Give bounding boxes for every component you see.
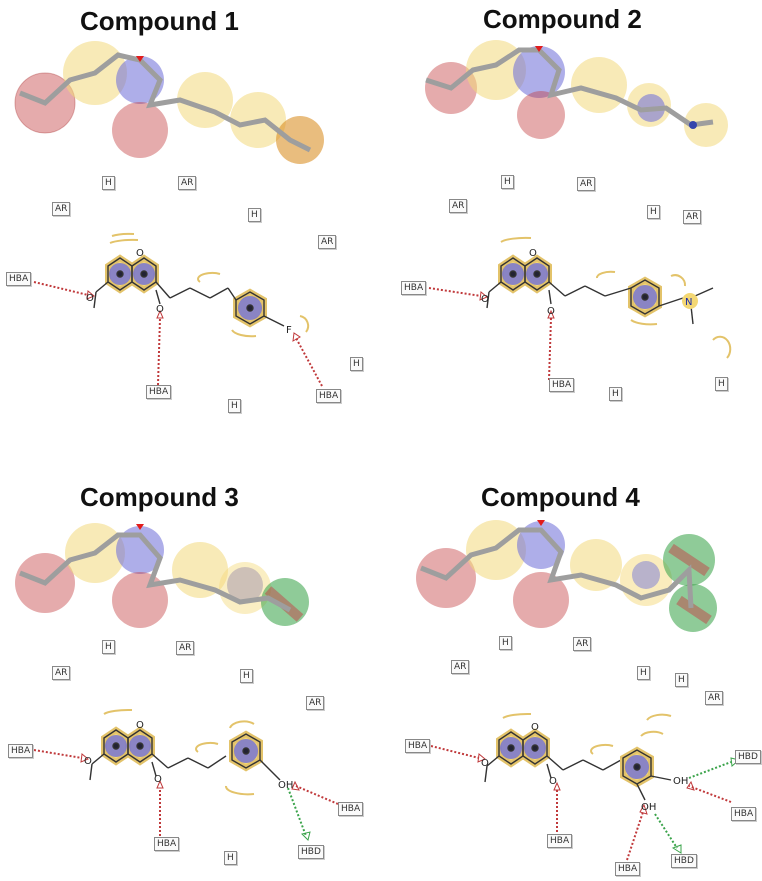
tail-atom-label: OH [673, 776, 688, 787]
compound-title: Compound 3 [80, 482, 239, 512]
aromatic-sphere [116, 56, 164, 104]
pharmacophore-tag: AR [178, 176, 197, 190]
oxygen-label: O [481, 758, 489, 769]
pharmacophore-tag: H [647, 205, 660, 219]
interaction-arrows [428, 287, 552, 381]
compound-1-graphics: O O O F [14, 41, 324, 387]
hba-tag: HBA [6, 272, 32, 286]
hbd-tag: HBD [671, 854, 697, 868]
compound-2-graphics: O O O N [425, 40, 732, 381]
oxygen-label: O [529, 248, 537, 259]
compound-4-panel: Compound 4 [401, 440, 762, 880]
pharmacophore-tag: AR [52, 666, 71, 680]
acceptor-sphere [112, 102, 168, 158]
oxygen-label: O [481, 294, 489, 305]
pharmacophore-tag: AR [176, 641, 195, 655]
pharmacophore-tag: AR [683, 210, 702, 224]
oxygen-label: O [86, 293, 94, 304]
oxygen-label: O [156, 304, 164, 315]
pharmacophore-tag: H [609, 387, 622, 401]
tail-atom-label: F [286, 325, 292, 336]
3d-pharmacophore-model [416, 520, 717, 632]
oxygen-marker [136, 56, 144, 62]
compound-4-graphics: O O O OH OH [416, 520, 741, 861]
interaction-arrows [33, 749, 339, 836]
oxygen-label: O [136, 248, 144, 259]
pharmacophore-tag: AR [52, 202, 71, 216]
oxygen-label: O [136, 720, 144, 731]
hba-tag: HBA [338, 802, 364, 816]
compound-2-panel: Compound 2 [401, 0, 762, 440]
hbd-tag: HBD [735, 750, 761, 764]
3d-pharmacophore-model [14, 41, 324, 164]
hba-tag: HBA [547, 834, 573, 848]
3d-pharmacophore-model [15, 523, 309, 628]
2d-structure [484, 712, 672, 801]
pharmacophore-tag: AR [573, 637, 592, 651]
interaction-arrows [430, 745, 732, 861]
pharmacophore-tag: H [499, 636, 512, 650]
tail-atom-label: OH [641, 802, 656, 813]
pharmacophore-tag: H [715, 377, 728, 391]
hba-tag: HBA [401, 281, 427, 295]
hba-tag: HBA [731, 807, 757, 821]
pharmacophore-tag: H [637, 666, 650, 680]
pharmacophore-tag: H [675, 673, 688, 687]
compound-1-panel: Compound 1 [0, 0, 381, 440]
2d-structure [486, 236, 732, 359]
pharmacophore-tag: AR [577, 177, 596, 191]
pharmacophore-tag: AR [449, 199, 468, 213]
compound-title: Compound 2 [483, 4, 642, 34]
hba-tag: HBA [405, 739, 431, 753]
2d-structure [89, 708, 281, 796]
oxygen-label: O [154, 774, 162, 785]
pharmacophore-tag: AR [306, 696, 325, 710]
compound-title: Compound 4 [481, 482, 640, 512]
pharmacophore-tag: H [228, 399, 241, 413]
hba-tag: HBA [615, 862, 641, 876]
compound-3-panel: Compound 3 [0, 440, 381, 880]
halogen-sphere [276, 116, 324, 164]
hba-tag: HBA [146, 385, 172, 399]
oxygen-label: O [547, 306, 555, 317]
pharmacophore-tag: AR [451, 660, 470, 674]
pharmacophore-tag: H [224, 851, 237, 865]
ligand-backbone [19, 52, 312, 153]
oxygen-label: O [84, 756, 92, 767]
tail-atom-label: OH [278, 780, 293, 791]
hba-tag: HBA [316, 389, 342, 403]
pharmacophore-tag: H [350, 357, 363, 371]
hba-tag: HBA [549, 378, 575, 392]
hbd-tag: HBD [298, 845, 324, 859]
pharmacophore-tag: H [102, 176, 115, 190]
pharmacophore-tag: H [240, 669, 253, 683]
3d-pharmacophore-model [425, 40, 728, 147]
hba-tag: HBA [8, 744, 34, 758]
oxygen-label: O [531, 722, 539, 733]
pharmacophore-tag: H [102, 640, 115, 654]
pharmacophore-tag: AR [318, 235, 337, 249]
pharmacophore-tag: AR [705, 691, 724, 705]
compound-title: Compound 1 [80, 6, 239, 36]
interaction-arrows [33, 281, 323, 387]
pharmacophore-tag: H [248, 208, 261, 222]
compound-3-graphics: O O O OH [15, 523, 339, 841]
pharmacophore-tag: H [501, 175, 514, 189]
oxygen-label: O [549, 776, 557, 787]
hba-tag: HBA [154, 837, 180, 851]
2d-structure [93, 232, 310, 338]
tail-atom-label: N [685, 297, 692, 308]
